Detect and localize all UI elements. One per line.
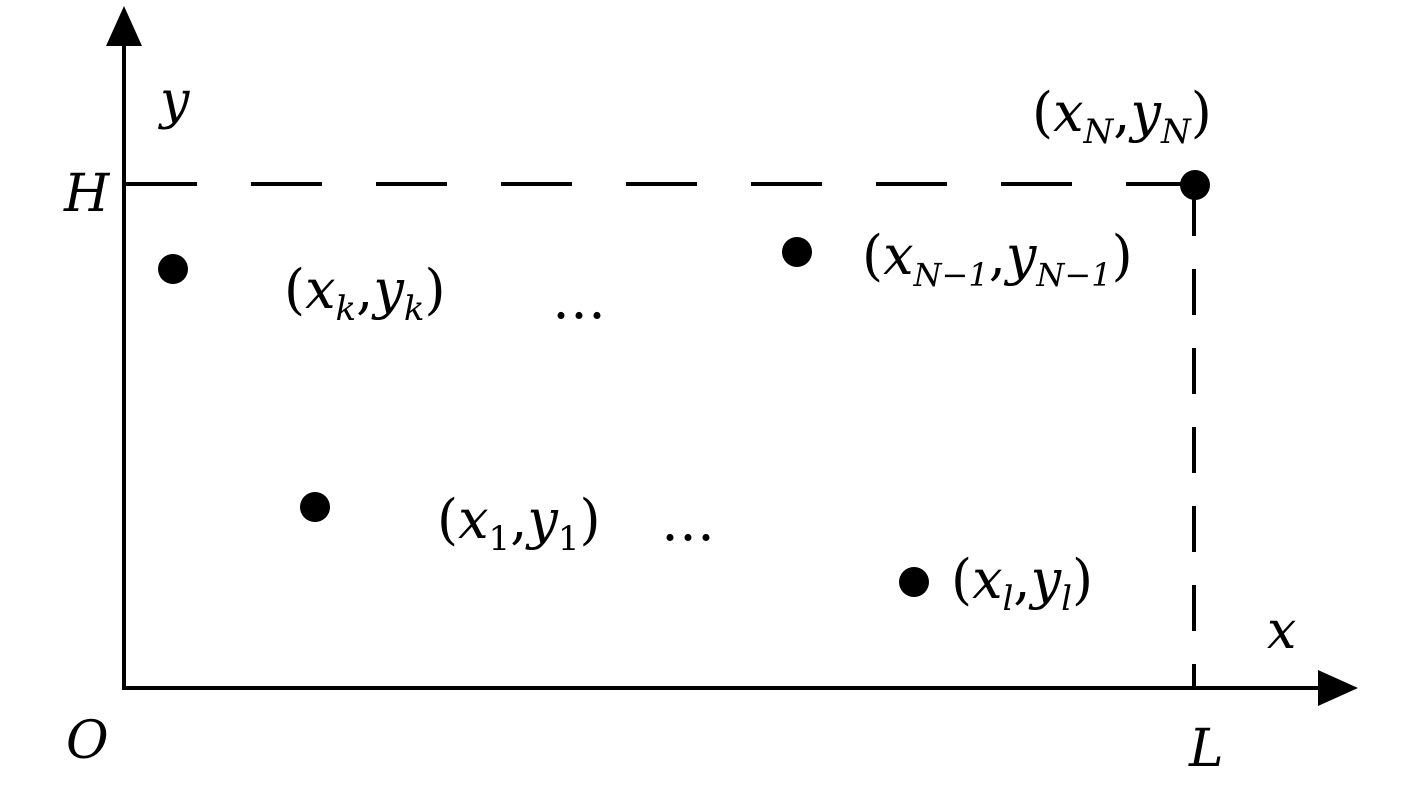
x-axis-arrow — [1318, 670, 1358, 706]
point-n-minus-1-dot — [782, 237, 812, 267]
length-label: L — [1188, 719, 1224, 779]
point-k-dot — [158, 254, 188, 284]
point-n-label: (xN,yN) — [1032, 81, 1212, 152]
height-label: H — [63, 164, 111, 224]
point-n-dot — [1180, 170, 1210, 200]
point-1-label: (x1,y1) — [437, 488, 601, 559]
point-1-dot — [300, 492, 330, 522]
origin-label: O — [66, 711, 109, 771]
ellipsis-top: … — [552, 268, 606, 331]
point-l-label: (xl,yl) — [951, 548, 1093, 619]
y-axis-label: y — [158, 71, 190, 131]
point-k-label: (xk,yk) — [284, 258, 446, 329]
point-n-minus-1-label: (xN−1,yN−1) — [862, 224, 1133, 294]
ellipsis-bottom: … — [661, 490, 715, 553]
point-l-dot — [899, 567, 929, 597]
x-axis-label: x — [1267, 601, 1296, 661]
y-axis-arrow — [106, 6, 142, 46]
